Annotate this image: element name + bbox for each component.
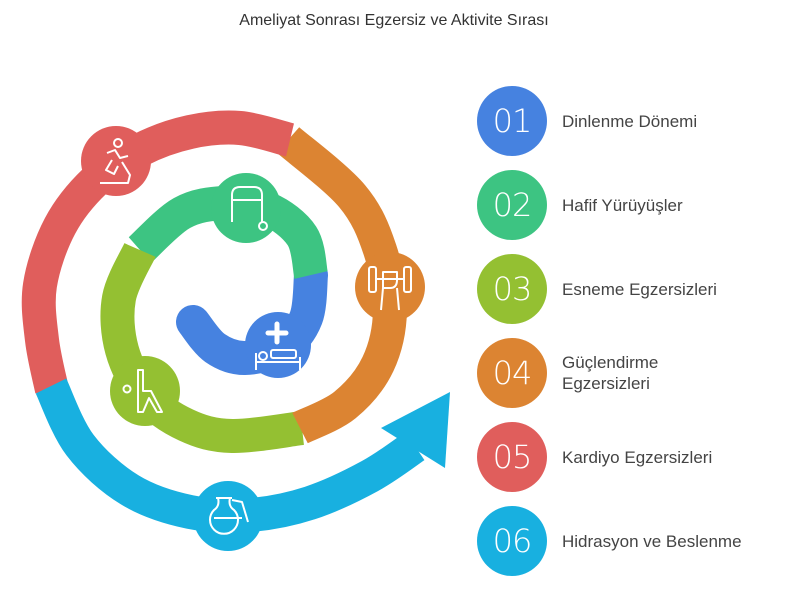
bed-medical-icon	[245, 312, 311, 378]
step-2: 02 Hafif Yürüyüşler	[477, 170, 762, 240]
step-label: Hafif Yürüyüşler	[562, 195, 683, 215]
step-number-badge: 01	[477, 86, 547, 156]
diagram-title: Ameliyat Sonrası Egzersiz ve Aktivite Sı…	[239, 12, 549, 29]
exercise-bike-icon	[81, 126, 151, 196]
walker-icon	[211, 173, 281, 243]
step-4: 04 Güçlendirme Egzersizleri	[477, 338, 692, 408]
step-number-badge: 02	[477, 170, 547, 240]
dumbbell-icon	[355, 252, 425, 322]
step-number-badge: 05	[477, 422, 547, 492]
step-1: 01 Dinlenme Dönemi	[477, 86, 762, 156]
step-label: Esneme Egzersizleri	[562, 279, 717, 299]
stretching-icon	[110, 356, 180, 426]
arrow-head	[381, 392, 450, 468]
step-number-badge: 03	[477, 254, 547, 324]
step-label: Hidrasyon ve Beslenme	[562, 531, 742, 551]
step-number-badge: 04	[477, 338, 547, 408]
step-5: 05 Kardiyo Egzersizleri	[477, 422, 762, 492]
step-6: 06 Hidrasyon ve Beslenme	[477, 506, 762, 576]
water-pitcher-icon	[193, 481, 263, 551]
step-label: Kardiyo Egzersizleri	[562, 447, 713, 467]
step-label: Güçlendirme Egzersizleri	[562, 353, 659, 393]
step-label: Dinlenme Dönemi	[562, 111, 698, 131]
step-number-badge: 06	[477, 506, 547, 576]
step-3: 03 Esneme Egzersizleri	[477, 254, 762, 324]
